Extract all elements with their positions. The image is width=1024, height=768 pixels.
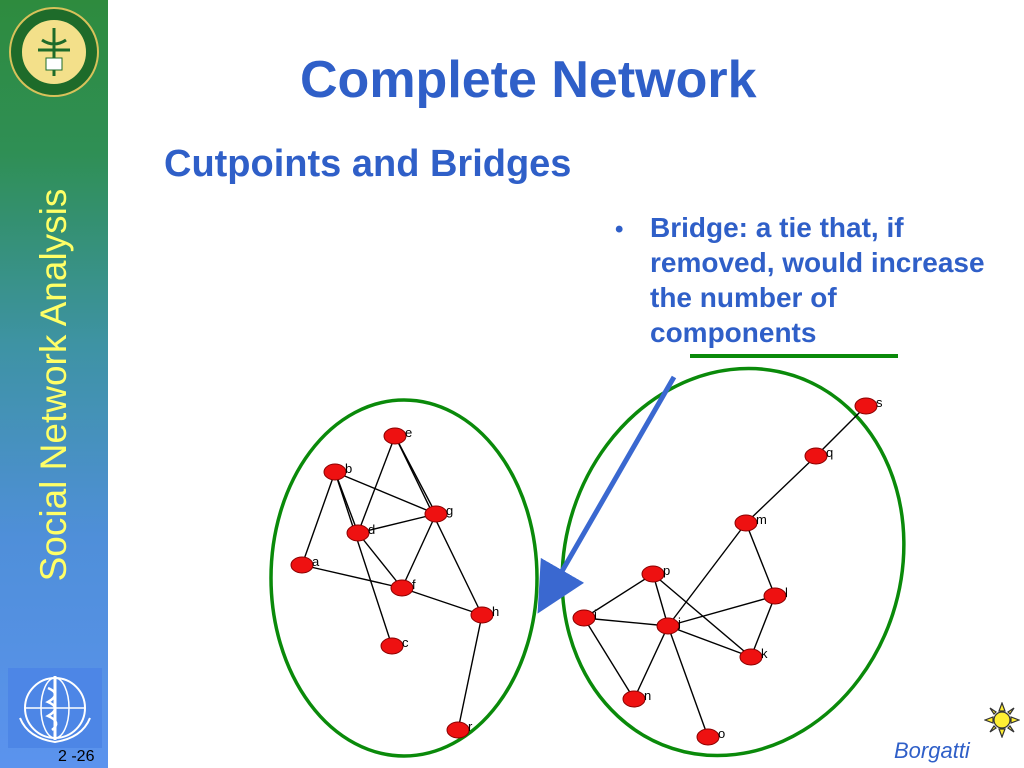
edge-a-b <box>301 471 336 566</box>
edge-d-g <box>357 513 437 534</box>
node-e <box>383 427 407 445</box>
node-q <box>804 447 828 465</box>
slide-title: Complete Network <box>300 51 757 109</box>
node-i <box>572 609 596 627</box>
node-n <box>622 690 646 708</box>
node-l <box>763 587 787 605</box>
node-h <box>470 606 494 624</box>
node-label-n: n <box>644 688 651 703</box>
node-p <box>641 565 665 583</box>
node-j <box>656 617 680 635</box>
edge-m-q <box>745 455 817 524</box>
node-m <box>734 514 758 532</box>
edge-i-j <box>583 617 669 627</box>
node-label-a: a <box>312 554 320 569</box>
network-nodes: a b c d e f g h r i j k l m n o p q s <box>290 395 883 746</box>
edge-b-g <box>334 471 437 515</box>
node-o <box>696 728 720 746</box>
edge-j-o <box>667 625 709 738</box>
bullet-text: Bridge: a tie that, if removed, would in… <box>650 210 990 350</box>
edge-p-k <box>652 573 752 658</box>
node-label-r: r <box>468 719 473 734</box>
node-label-f: f <box>412 577 416 592</box>
edge-h-r <box>457 614 483 731</box>
edge-f-g <box>401 513 437 589</box>
node-label-h: h <box>492 604 499 619</box>
node-d <box>346 524 370 542</box>
edge-j-k <box>667 625 752 658</box>
node-label-q: q <box>826 445 833 460</box>
edge-j-m <box>667 522 747 627</box>
edge-b-c <box>334 471 393 647</box>
edge-l-k <box>750 595 776 658</box>
bullet-prefix: Bridge: a tie that, if removed, would in… <box>650 212 985 313</box>
edge-a-f <box>301 564 403 589</box>
edge-j-n <box>633 625 669 700</box>
node-label-b: b <box>345 461 352 476</box>
sun-icon <box>984 702 1020 738</box>
slide-number: 2 -26 <box>58 748 95 765</box>
node-label-l: l <box>785 585 788 600</box>
edge-f-h <box>401 587 483 616</box>
right-component-ellipse <box>560 366 906 758</box>
node-label-d: d <box>368 522 375 537</box>
node-label-p: p <box>663 563 670 578</box>
node-label-o: o <box>718 726 725 741</box>
node-g <box>424 505 448 523</box>
who-logo-icon <box>8 668 102 748</box>
bullet-dot-icon: • <box>615 216 624 243</box>
node-label-g: g <box>446 503 453 518</box>
node-k <box>739 648 763 666</box>
edge-q-s <box>815 405 867 457</box>
edge-e-h <box>394 435 483 616</box>
node-r <box>446 721 470 739</box>
node-label-j: j <box>677 615 681 630</box>
edge-p-j <box>652 573 669 627</box>
node-label-i: i <box>594 607 597 622</box>
node-label-s: s <box>876 395 883 410</box>
node-s <box>854 397 878 415</box>
edge-d-f <box>357 532 403 589</box>
node-label-m: m <box>756 512 767 527</box>
edge-d-e <box>357 435 396 534</box>
node-label-e: e <box>405 425 412 440</box>
author-name: Borgatti <box>894 738 970 763</box>
edge-i-n <box>583 617 635 700</box>
node-a <box>290 556 314 574</box>
left-component-ellipse <box>269 398 539 758</box>
bridge-arrow <box>537 375 677 614</box>
node-f <box>390 579 414 597</box>
edge-j-l <box>667 595 776 627</box>
network-edges <box>301 405 867 738</box>
department-of-health-seal-icon <box>9 7 99 97</box>
slide-subtitle: Cutpoints and Bridges <box>164 143 572 185</box>
edge-i-p <box>583 573 654 619</box>
node-c <box>380 637 404 655</box>
node-label-k: k <box>761 646 768 661</box>
node-b <box>323 463 347 481</box>
sidebar: Social Network Analysis 2 -26 <box>0 0 108 768</box>
edge-l-m <box>745 522 776 597</box>
node-label-c: c <box>402 635 409 650</box>
bullet-underlined-word: components <box>650 317 817 348</box>
